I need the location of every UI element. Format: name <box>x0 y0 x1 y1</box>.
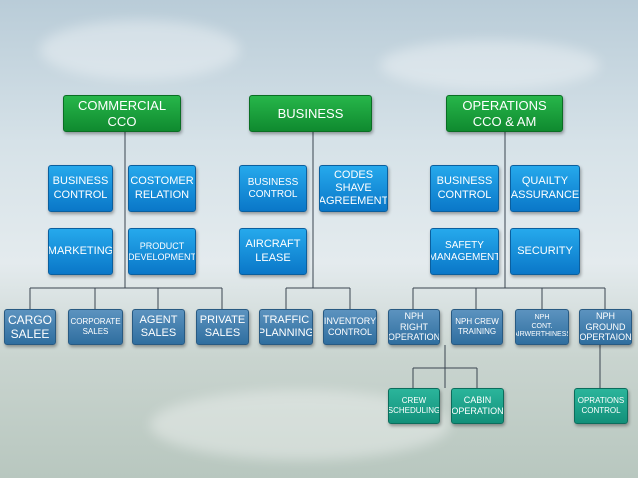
security-box: SECURITY <box>510 228 580 275</box>
operations-control-box: OPRATIONS CONTROL <box>574 388 628 424</box>
cargo-sales-box: CARGO SALEE <box>4 309 56 345</box>
marketing-box: MARKETING <box>48 228 113 275</box>
agent-sales-box: AGENT SALES <box>132 309 185 345</box>
aircraft-lease-box: AIRCRAFT LEASE <box>239 228 307 275</box>
nph-crew-training-box: NPH CREW TRAINING <box>451 309 503 345</box>
corporate-sales-box: CORPORATE SALES <box>68 309 123 345</box>
private-sales-box: PRIVATE SALES <box>196 309 249 345</box>
nph-right-operation-box: NPH RIGHT OPERATION <box>388 309 440 345</box>
crew-scheduling-box: CREW SCHEDULING <box>388 388 440 424</box>
quality-assurance-box: QUAILTY ASSURANCE <box>510 165 580 212</box>
business-business-control-box: BUSINESS CONTROL <box>239 165 307 212</box>
customer-relation-box: COSTOMER RELATION <box>128 165 196 212</box>
nph-cont-airworthiness-box: NPH CONT. AIRWERTHINESS <box>515 309 569 345</box>
cabin-operation-box: CABIN OPERATION <box>451 388 504 424</box>
traffic-planning-box: TRAFFIC PLANNING <box>259 309 313 345</box>
inventory-control-box: INVENTORY CONTROL <box>323 309 377 345</box>
commercial-business-control-box: BUSINESS CONTROL <box>48 165 113 212</box>
cloud-decoration <box>380 40 600 90</box>
operations-box: OPERATIONS CCO & AM <box>446 95 563 132</box>
operations-business-control-box: BUSINESS CONTROL <box>430 165 499 212</box>
product-development-box: PRODUCT DEVELOPMENT <box>128 228 196 275</box>
nph-ground-operation-box: NPH GROUND OPERTAION <box>579 309 632 345</box>
commercial-cco-box: COMMERCIAL CCO <box>63 95 181 132</box>
cloud-decoration <box>40 20 240 80</box>
codes-shave-agreement-box: CODES SHAVE AGREEMENT <box>319 165 388 212</box>
business-box: BUSINESS <box>249 95 372 132</box>
safety-management-box: SAFETY MANAGEMENT <box>430 228 499 275</box>
